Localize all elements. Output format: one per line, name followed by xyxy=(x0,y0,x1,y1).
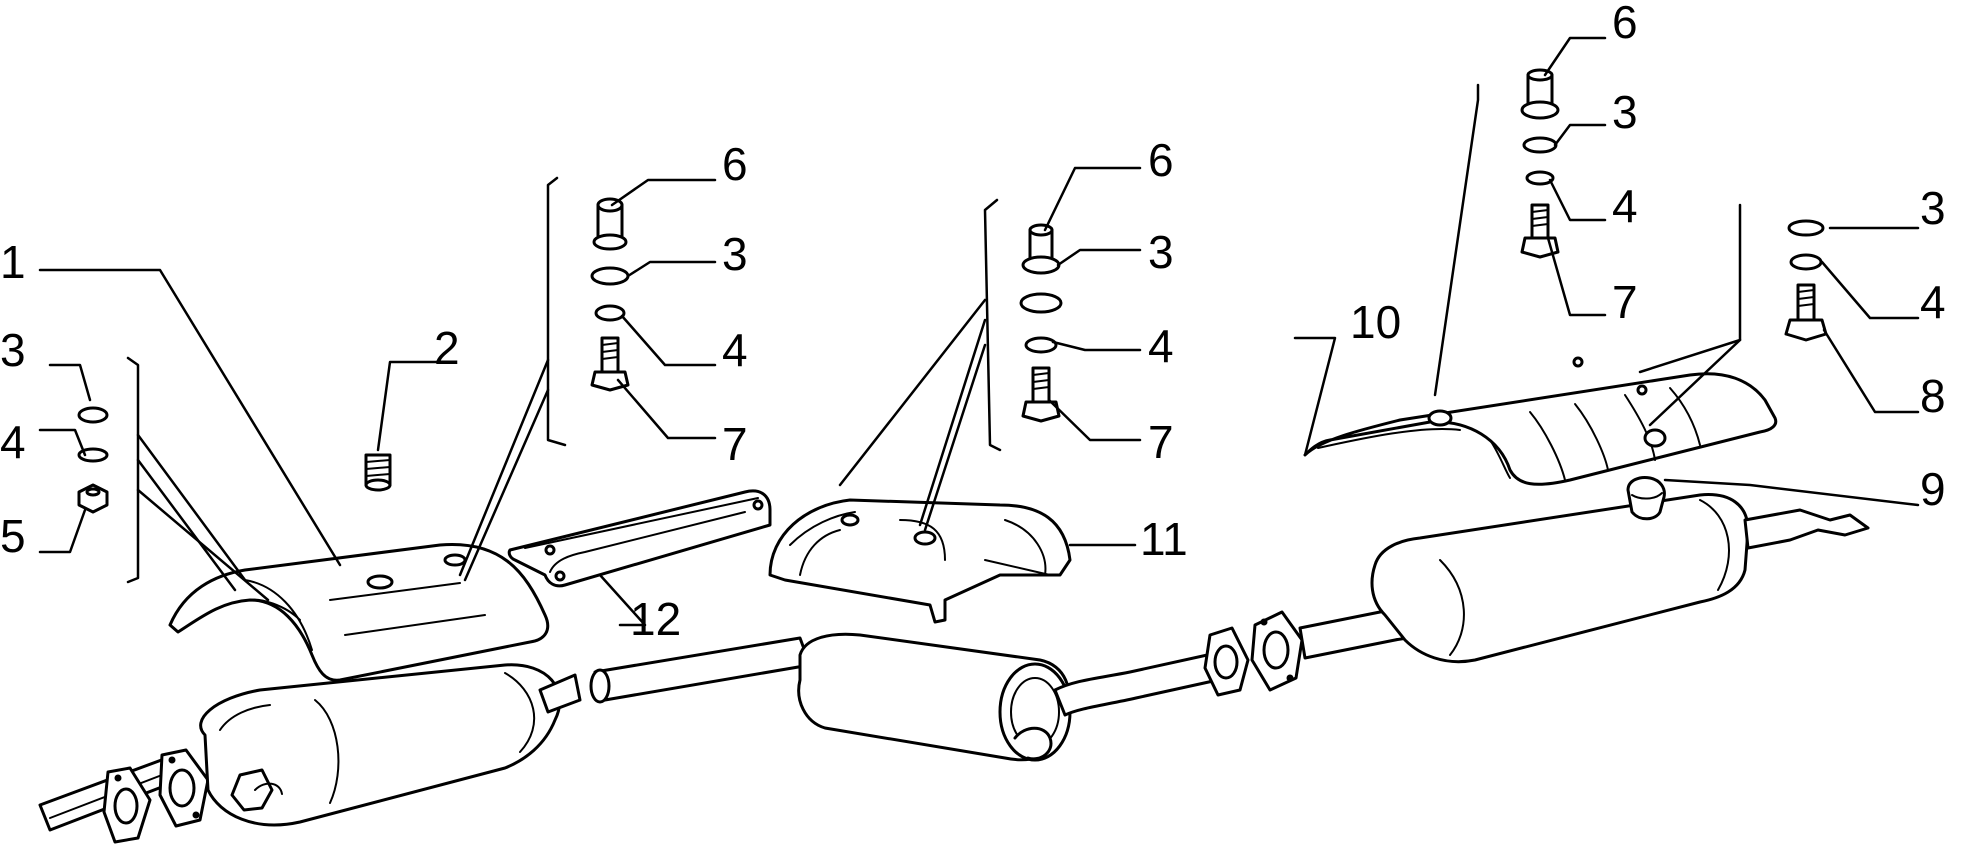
callout-label: 6 xyxy=(722,138,748,190)
callout-label: 3 xyxy=(722,228,748,280)
heat-shield-1 xyxy=(168,542,550,682)
callout-label: 7 xyxy=(1148,416,1174,468)
spring-washer-4c xyxy=(1024,336,1058,354)
intermediate-pipe-2 xyxy=(1053,606,1442,717)
callout-label: 2 xyxy=(434,322,460,374)
heat-shield-10 xyxy=(1303,356,1778,486)
callout-label: 5 xyxy=(0,510,26,562)
fastener-stack-B xyxy=(1019,223,1063,423)
spring-washer-4e xyxy=(1789,253,1823,271)
centre-muffler xyxy=(797,632,1072,762)
callout-label: 6 xyxy=(1148,134,1174,186)
front-flange-left xyxy=(102,766,152,844)
callout-labels: 1 2 3 4 5 6 3 4 7 12 6 3 4 7 11 6 3 4 7 … xyxy=(0,0,1946,645)
callout-label: 3 xyxy=(1920,182,1946,234)
washer-3a xyxy=(77,406,109,424)
callout-label: 1 xyxy=(0,236,26,288)
washer-3e xyxy=(1787,219,1825,237)
rubber-mount-9 xyxy=(1626,476,1666,521)
callout-label: 6 xyxy=(1612,0,1638,48)
callout-label: 3 xyxy=(0,324,26,376)
rear-muffler xyxy=(1370,493,1870,664)
threaded-stud-2 xyxy=(364,453,392,492)
callout-label: 11 xyxy=(1140,513,1188,565)
callout-label: 4 xyxy=(0,416,26,468)
spring-washer-4b xyxy=(594,304,626,322)
washer-3d xyxy=(1522,136,1558,154)
callout-label: 3 xyxy=(1612,86,1638,138)
fastener-stack-left xyxy=(77,406,109,514)
callout-label: 7 xyxy=(722,418,748,470)
fastener-stack-D xyxy=(1784,219,1828,342)
callout-label: 10 xyxy=(1350,296,1401,348)
intermediate-pipe-1 xyxy=(538,636,812,714)
callout-label: 4 xyxy=(1920,276,1946,328)
spring-washer-4d xyxy=(1525,170,1555,186)
fastener-stack-A xyxy=(590,197,630,392)
fastener-stack-C xyxy=(1520,68,1560,259)
front-muffler xyxy=(199,663,562,827)
callout-leaders xyxy=(38,36,1920,627)
callout-label: 4 xyxy=(722,324,748,376)
callout-label: 4 xyxy=(1612,180,1638,232)
callout-label: 8 xyxy=(1920,370,1946,422)
callout-label: 7 xyxy=(1612,276,1638,328)
callout-label: 12 xyxy=(630,593,681,645)
callout-label: 4 xyxy=(1148,320,1174,372)
callout-label: 9 xyxy=(1920,463,1946,515)
callout-label: 3 xyxy=(1148,226,1174,278)
heat-shield-12 xyxy=(507,489,772,588)
washer-3b xyxy=(590,266,630,286)
front-flange-right xyxy=(158,748,210,828)
assembly-lines xyxy=(126,83,1742,602)
heat-shield-11 xyxy=(768,498,1072,624)
washer-3c xyxy=(1019,292,1063,314)
spring-washer-4a xyxy=(77,447,109,463)
